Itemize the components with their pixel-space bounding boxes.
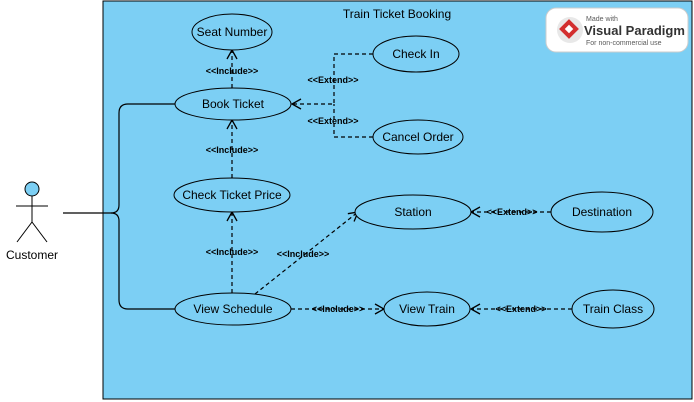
use-case-check-in[interactable]: Check In [372,35,460,73]
use-case-destination[interactable]: Destination [550,191,654,233]
actor-head [24,181,40,197]
use-case-seat-number[interactable]: Seat Number [191,13,273,51]
use-case-label: Cancel Order [382,130,453,144]
visual-paradigm-logo-icon [557,17,583,43]
use-case-label: Seat Number [197,25,268,39]
watermark-made-with: Made with [586,16,618,23]
label-include-schedule-price: <<Include>> [206,247,259,257]
use-case-cancel-order[interactable]: Cancel Order [372,119,464,155]
use-case-view-schedule[interactable]: View Schedule [174,292,292,326]
actor-customer[interactable]: Customer [6,181,58,262]
actor-associations [63,103,176,310]
use-case-label: Train Class [583,302,643,316]
use-case-label: Check In [392,47,439,61]
use-case-label: Book Ticket [202,97,265,111]
watermark-note: For non-commercial use [586,40,662,47]
watermark-brand: Visual Paradigm [584,23,685,38]
use-case-label: Destination [572,205,632,219]
label-include-view-train: <<Include>> [312,304,365,314]
use-case-station[interactable]: Station [354,194,472,230]
use-case-label: Check Ticket Price [182,188,282,202]
visual-paradigm-watermark: Made with Visual Paradigm For non-commer… [545,7,689,53]
label-include-station: <<Include>> [277,249,330,259]
system-title: Train Ticket Booking [343,7,451,21]
label-extend-checkin: <<Extend>> [307,75,358,85]
label-extend-destination: <<Extend>> [486,207,537,217]
use-case-view-train[interactable]: View Train [383,291,471,327]
actor-label: Customer [6,248,58,262]
label-include-seat: <<Include>> [206,66,259,76]
use-case-book-ticket[interactable]: Book Ticket [174,87,292,121]
use-case-label: View Schedule [193,302,272,316]
use-case-train-class[interactable]: Train Class [571,289,655,329]
relationship-lines [226,48,572,315]
use-case-label: View Train [399,302,455,316]
use-case-label: Station [394,205,431,219]
label-extend-cancel: <<Extend>> [307,116,358,126]
label-extend-train-class: <<Extend>> [495,304,546,314]
use-case-check-ticket-price[interactable]: Check Ticket Price [173,177,291,213]
label-include-price: <<Include>> [206,145,259,155]
